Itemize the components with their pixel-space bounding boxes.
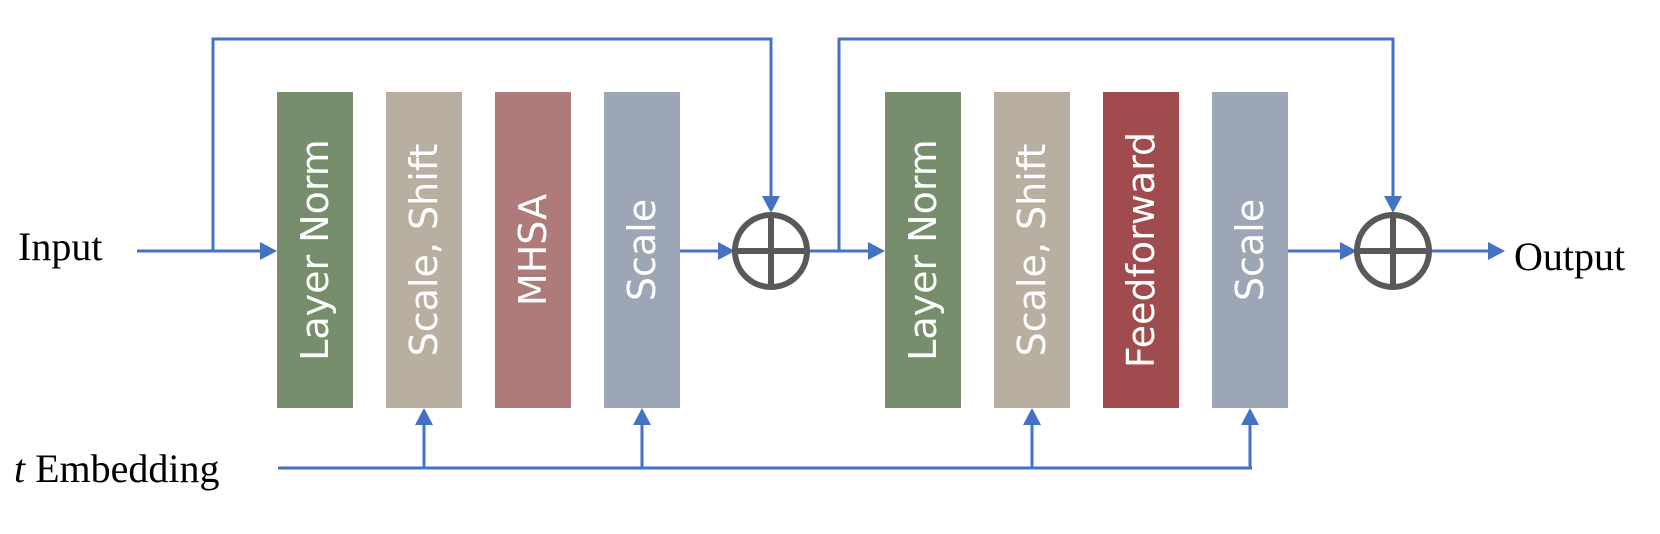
arrow-input-icon	[260, 242, 277, 260]
arrow-scale-shift-1-icon	[415, 408, 433, 425]
block-mhsa-label: MHSA	[511, 194, 555, 306]
input-label: Input	[18, 224, 102, 269]
block-scale-2-rect	[1212, 92, 1288, 408]
sum-node-1-icon	[732, 212, 810, 290]
block-scale-2: Scale	[1212, 92, 1288, 408]
output-label: Output	[1514, 234, 1625, 279]
block-layer-norm-1-rect	[277, 92, 353, 408]
block-feedforward-label: Feedforward	[1119, 132, 1163, 368]
block-scale-1-rect	[604, 92, 680, 408]
block-scale-shift-2: Scale, Shift	[994, 92, 1070, 408]
block-scale-shift-2-label: Scale, Shift	[1010, 144, 1054, 357]
block-layer-norm-1: Layer Norm	[277, 92, 353, 408]
sum-node-2-icon	[1354, 212, 1432, 290]
block-feedforward-rect	[1103, 92, 1179, 408]
block-scale-shift-1: Scale, Shift	[386, 92, 462, 408]
arrow-sum1-top-icon	[762, 196, 780, 213]
block-scale-shift-2-rect	[994, 92, 1070, 408]
arrow-scale-2-icon	[1241, 408, 1259, 425]
block-scale-2-label: Scale	[1228, 199, 1272, 301]
block-feedforward: Feedforward	[1103, 92, 1179, 408]
block-layer-norm-2-rect	[885, 92, 961, 408]
block-layer-norm-2-label: Layer Norm	[901, 139, 945, 361]
arrow-output-icon	[1488, 242, 1505, 260]
block-layer-norm-2: Layer Norm	[885, 92, 961, 408]
arrow-sum2-left-icon	[1340, 242, 1357, 260]
block-scale-shift-1-rect	[386, 92, 462, 408]
residual-skip-1	[211, 37, 773, 251]
t-embedding-label: t Embedding	[14, 446, 220, 491]
block-layer-norm-1-label: Layer Norm	[293, 139, 337, 361]
block-mhsa: MHSA	[495, 92, 571, 408]
residual-skip-2	[837, 37, 1395, 251]
t-embedding-text: Embedding	[25, 446, 219, 491]
block-scale-shift-1-label: Scale, Shift	[402, 144, 446, 357]
arrow-sum2-top-icon	[1384, 196, 1402, 213]
t-embedding-var: t	[14, 446, 26, 491]
arrow-ln2-icon	[868, 242, 885, 260]
block-scale-1: Scale	[604, 92, 680, 408]
arrow-sum1-left-icon	[718, 242, 735, 260]
arrow-scale-1-icon	[633, 408, 651, 425]
arrow-scale-shift-2-icon	[1023, 408, 1041, 425]
block-mhsa-rect	[495, 92, 571, 408]
block-scale-1-label: Scale	[620, 199, 664, 301]
